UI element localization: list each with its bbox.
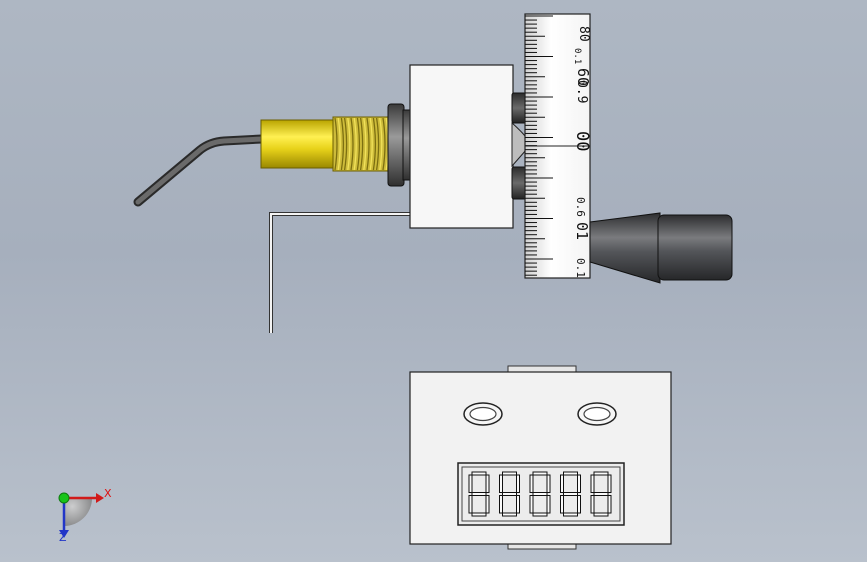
display-digit [590, 471, 612, 517]
dial-hub [511, 92, 527, 200]
sensor-cable[interactable] [133, 134, 267, 207]
y-axis-dot [58, 492, 70, 504]
bent-rod[interactable] [269, 212, 412, 333]
display-digit [560, 471, 581, 517]
x-axis-label: X [104, 487, 112, 500]
dial-label-7: 01 [573, 222, 591, 240]
proximity-sensor[interactable] [260, 103, 412, 187]
mounting-block[interactable] [409, 64, 514, 229]
dial-label-5: 00 [572, 131, 592, 151]
display-digit [499, 471, 520, 517]
dial-tick-marks [525, 15, 553, 276]
digital-counter[interactable] [409, 365, 672, 550]
display-digit [468, 471, 490, 517]
graduated-dial[interactable]: 80 0.1 60 0.9 00 0.6 01 0.1 [524, 13, 592, 279]
dial-label-2: 0.1 [572, 48, 582, 64]
dial-label-4: 0.9 [574, 80, 589, 103]
right-indicator-light [577, 402, 617, 426]
sensor-thread [332, 116, 390, 172]
dial-label-1: 80 [576, 26, 591, 42]
left-indicator-light [463, 402, 503, 426]
dial-label-3: 60 [574, 68, 592, 86]
dial-label-8: 0.1 [574, 258, 587, 278]
coordinate-triad: X Z [58, 487, 112, 544]
crank-handle[interactable] [589, 212, 733, 284]
z-axis-label: Z [59, 531, 67, 544]
dial-label-6: 0.6 [574, 197, 587, 217]
display-digit [529, 471, 551, 517]
seven-segment-display [457, 462, 625, 526]
